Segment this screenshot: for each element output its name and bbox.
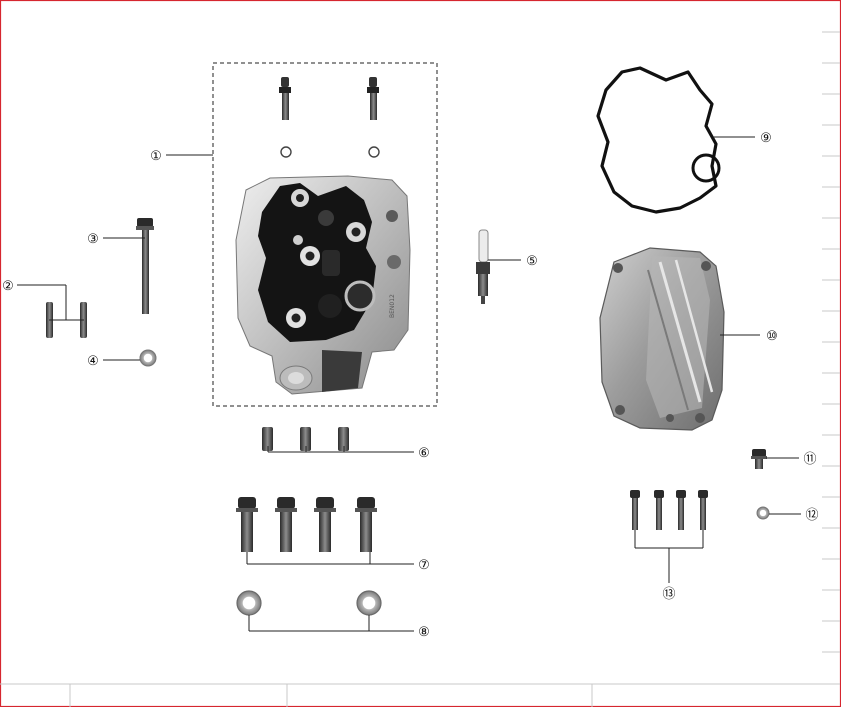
cylinder-head-casting: BEN012 [235, 175, 411, 395]
callout-11-label: ⑪ [803, 452, 816, 467]
callout-3: ③ [87, 232, 99, 247]
casting-marking: BEN012 [389, 294, 396, 318]
leader-lines [17, 136, 801, 632]
callout-8: ⑧ [418, 625, 430, 640]
callout-10-label: ⑩ [766, 329, 778, 344]
callout-6: ⑥ [418, 446, 430, 461]
o-ring-left [280, 146, 292, 158]
long-bolt [136, 218, 154, 314]
callout-13: ⑬ [662, 587, 675, 602]
callout-7-label: ⑦ [418, 558, 430, 573]
callout-5: ⑤ [526, 254, 538, 269]
cylinder-head-assembly: BEN012 [212, 62, 438, 407]
callout-6-label: ⑥ [418, 446, 430, 461]
callout-9-label: ⑨ [760, 131, 772, 146]
washer-12 [756, 506, 770, 520]
callout-11: ⑪ [803, 452, 816, 467]
callout-13-label: ⑬ [662, 587, 675, 602]
cover-bolts [630, 490, 708, 530]
cover-gasket [596, 66, 721, 214]
valve-guide-right [367, 77, 379, 120]
washers-8 [236, 590, 382, 616]
callout-4-label: ④ [87, 354, 99, 369]
callout-12: ⑫ [805, 508, 818, 523]
callout-1-label: ① [150, 149, 162, 164]
callout-8-label: ⑧ [418, 625, 430, 640]
bolt-11 [751, 449, 767, 469]
o-ring-right [368, 146, 380, 158]
callout-2: ② [2, 279, 14, 294]
spark-plug [476, 229, 490, 304]
callout-1: ① [150, 149, 162, 164]
callout-12-label: ⑫ [805, 508, 818, 523]
assembly-dashed-box [212, 62, 438, 407]
callout-3-label: ③ [87, 232, 99, 247]
callout-4: ④ [87, 354, 99, 369]
valve-guide-left [279, 77, 291, 120]
callout-2-label: ② [2, 279, 14, 294]
callout-5-label: ⑤ [526, 254, 538, 269]
callout-9: ⑨ [760, 131, 772, 146]
washer-4 [139, 349, 157, 367]
flange-bolts [236, 497, 377, 552]
sleeves [262, 427, 349, 451]
cylinder-head-cover [599, 247, 725, 431]
callout-10: ⑩ [766, 329, 778, 344]
callout-7: ⑦ [418, 558, 430, 573]
margin-ticks [0, 31, 840, 707]
